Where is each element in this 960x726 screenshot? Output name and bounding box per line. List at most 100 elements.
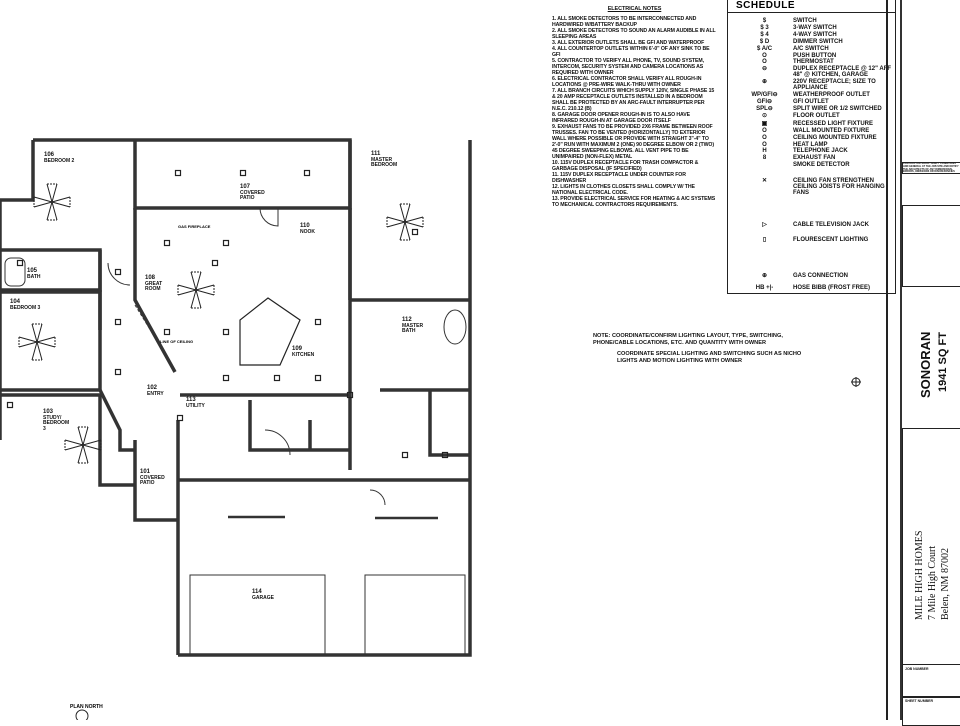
bathtub bbox=[443, 309, 467, 345]
recessed-light-icon bbox=[303, 169, 311, 177]
recessed-light-icon bbox=[314, 374, 322, 382]
job-number-label: JOB NUMBER bbox=[902, 664, 960, 698]
electrical-note: 9. EXHAUST FANS TO BE PROVIDED 2X6 FRAME… bbox=[552, 124, 714, 160]
address-line-1: 7 Mile High Court bbox=[927, 545, 938, 620]
schedule-label: 3-WAY SWITCH bbox=[793, 25, 837, 31]
sheet-number-label: SHEET NUMBER bbox=[902, 696, 960, 726]
recessed-light-icon bbox=[114, 318, 122, 326]
schedule-symbol: o bbox=[762, 135, 767, 141]
schedule-symbol: ▯ bbox=[762, 237, 767, 243]
ceiling-fan-icon bbox=[386, 203, 424, 241]
schedule-symbol: H bbox=[762, 148, 767, 154]
electrical-note: 1. ALL SMOKE DETECTORS TO BE INTERCONNEC… bbox=[552, 16, 697, 28]
schedule-label: 220V RECEPTACLE; SIZE TO APPLIANCE bbox=[793, 79, 876, 91]
schedule-label: PUSH BUTTON bbox=[793, 53, 837, 59]
recessed-light-icon bbox=[6, 401, 14, 409]
recessed-light-icon bbox=[401, 451, 409, 459]
recessed-light-icon bbox=[222, 374, 230, 382]
schedule-label: WEATHERPROOF OUTLET bbox=[793, 92, 870, 98]
electrical-note: 6. ELECTRICAL CONTRACTOR SHALL VERIFY AL… bbox=[552, 76, 702, 88]
schedule-label: GAS CONNECTION bbox=[793, 273, 849, 279]
schedule-label: WALL MOUNTED FIXTURE bbox=[793, 128, 870, 134]
plan-name: SONORAN bbox=[918, 331, 933, 398]
electrical-note: 8. GARAGE DOOR OPENER ROUGH-IN IS TO ALS… bbox=[552, 112, 690, 124]
general-note: NOTE: COORDINATE/CONFIRM LIGHTING LAYOUT… bbox=[593, 333, 823, 364]
recessed-light-icon bbox=[174, 169, 182, 177]
recessed-light-icon bbox=[314, 318, 322, 326]
schedule-symbol: $ 3 bbox=[760, 25, 769, 31]
schedule-symbol: 8 bbox=[762, 155, 767, 161]
schedule-label: HEAT LAMP bbox=[793, 142, 828, 148]
schedule-label: SPLIT WIRE OR 1/2 SWITCHED bbox=[793, 106, 882, 112]
schedule-label: RECESSED LIGHT FIXTURE bbox=[793, 121, 874, 127]
electrical-note: 3. ALL EXTERIOR OUTLETS SHALL BE GFI AND… bbox=[552, 40, 705, 46]
electrical-note: 13. PROVIDE ELECTRICAL SERVICE FOR HEATI… bbox=[552, 196, 716, 208]
square-footage: 1941 SQ FT bbox=[937, 332, 949, 392]
schedule-symbol: ⊕ bbox=[761, 273, 768, 279]
schedule-label: GFI OUTLET bbox=[793, 99, 829, 105]
ceiling-line bbox=[134, 304, 176, 371]
recessed-light-icon bbox=[239, 169, 247, 177]
recessed-light-icon bbox=[411, 228, 419, 236]
kitchen-island bbox=[239, 297, 301, 366]
ceiling-fan-icon bbox=[33, 183, 71, 221]
schedule-label: DIMMER SWITCH bbox=[793, 39, 843, 45]
schedule-label: CABLE TELEVISION JACK bbox=[793, 222, 870, 228]
recessed-light-icon bbox=[346, 391, 354, 399]
electrical-note: 10. 115V DUPLEX RECEPTACLE FOR TRASH COM… bbox=[552, 160, 699, 172]
schedule-symbol: SPL⊖ bbox=[756, 106, 773, 112]
walls bbox=[0, 138, 472, 657]
ceiling-fan-icon bbox=[177, 271, 215, 309]
recessed-light-icon bbox=[176, 414, 184, 422]
schedule-label: CEILING MOUNTED FIXTURE bbox=[793, 135, 877, 141]
schedule-symbol: ✕ bbox=[761, 178, 768, 184]
ceiling-line-callout: LINE OF CEILING bbox=[160, 339, 193, 344]
door-swing bbox=[107, 262, 131, 286]
electrical-notes-title: ELECTRICAL NOTES bbox=[607, 6, 662, 12]
schedule-title: SCHEDULE bbox=[736, 0, 796, 11]
ceiling-fan-icon bbox=[18, 323, 56, 361]
door-swing bbox=[369, 489, 386, 506]
schedule-symbol: o bbox=[762, 142, 767, 148]
fireplace-callout: GAS FIREPLACE bbox=[178, 224, 211, 229]
schedule-symbol: $ A/C bbox=[756, 46, 773, 52]
recessed-light-icon bbox=[211, 259, 219, 267]
schedule-symbol: ▣ bbox=[761, 121, 768, 127]
electrical-note: 7. ALL BRANCH CIRCUITS WHICH SUPPLY 120V… bbox=[552, 88, 715, 112]
schedule-symbol: o bbox=[762, 53, 767, 59]
schedule-symbol: GFI⊖ bbox=[756, 99, 773, 105]
recessed-light-icon bbox=[441, 451, 449, 459]
logo-box bbox=[902, 205, 960, 287]
recessed-light-icon bbox=[222, 239, 230, 247]
company-name: MILE HIGH HOMES bbox=[914, 530, 925, 620]
electrical-note: 12. LIGHTS IN CLOTHES CLOSETS SHALL COMP… bbox=[552, 184, 695, 196]
garage-door-right bbox=[364, 574, 466, 656]
schedule-symbol: $ D bbox=[759, 39, 770, 45]
recessed-light-icon bbox=[222, 328, 230, 336]
schedule-label: TELEPHONE JACK bbox=[793, 148, 848, 154]
schedule-symbol: $ bbox=[762, 18, 767, 24]
door-swing bbox=[264, 429, 291, 456]
ceiling-fan-icon bbox=[64, 426, 102, 464]
recessed-light-icon bbox=[114, 368, 122, 376]
schedule-symbol: HB +|- bbox=[755, 285, 774, 291]
floor-plan: PLAN NORTH GAS FIREPLACE LINE OF CEILING bbox=[0, 138, 861, 720]
schedule-label: CEILING FAN STRENGTHEN CEILING JOISTS FO… bbox=[793, 178, 885, 196]
recessed-light-icon bbox=[114, 268, 122, 276]
electrical-note: 4. ALL COUNTERTOP OUTLETS WITHIN 6'-0" O… bbox=[552, 46, 710, 58]
schedule-label: THERMOSTAT bbox=[793, 59, 834, 65]
recessed-light-icon bbox=[163, 239, 171, 247]
note-paragraph-2: COORDINATE SPECIAL LIGHTING AND SWITCHIN… bbox=[617, 351, 802, 364]
